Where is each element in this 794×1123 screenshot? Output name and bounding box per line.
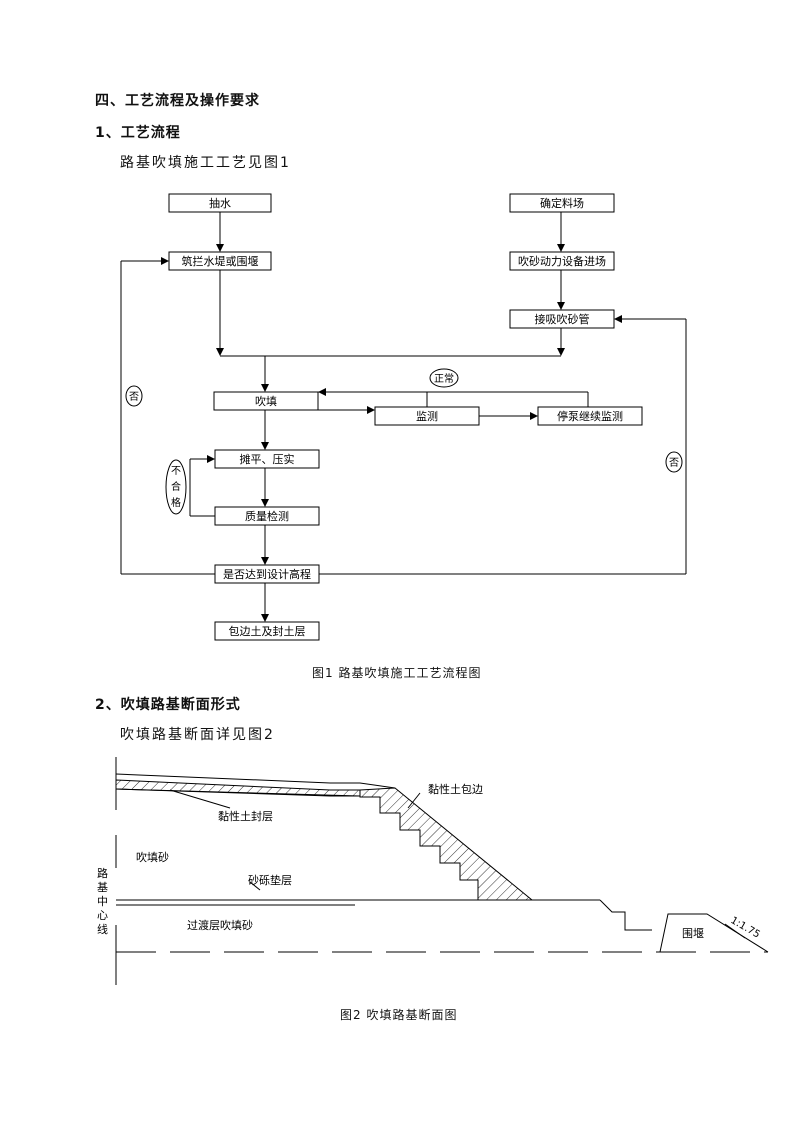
section-title: 四、工艺流程及操作要求	[95, 93, 260, 109]
figure2-caption: 图2 吹填路基断面图	[340, 1008, 458, 1022]
label-fail-2: 合	[171, 480, 181, 493]
label-cover-soil: 包边土及封土层	[229, 624, 306, 638]
no-left-ellipse	[125, 385, 143, 407]
subsection-title-section: 2、吹填路基断面形式	[95, 697, 241, 713]
label-gravel-layer: 砂砾垫层	[248, 873, 292, 887]
label-slope: 1:1.75	[729, 915, 762, 941]
label-select-site: 确定料场	[540, 196, 584, 210]
label-centerline-5: 线	[97, 922, 108, 936]
label-centerline-4: 心	[97, 909, 108, 922]
label-cofferdam: 围堰	[682, 927, 704, 940]
box-select-site	[509, 193, 615, 213]
box-reach-height	[214, 564, 320, 584]
label-fail-1: 不	[171, 466, 181, 477]
fail-ellipse	[165, 459, 187, 515]
label-stop-monitor: 停泵继续监测	[557, 409, 623, 423]
figure1-caption: 图1 路基吹填施工工艺流程图	[312, 666, 482, 680]
label-centerline-1: 路	[97, 867, 108, 880]
box-dike	[168, 251, 272, 271]
label-monitor: 监测	[416, 410, 438, 423]
box-level-compact	[214, 449, 320, 469]
label-fill: 吹填	[255, 394, 277, 408]
label-reach-height: 是否达到设计高程	[223, 567, 311, 581]
paragraph-section: 吹填路基断面详见图2	[120, 727, 275, 743]
label-clay-edge: 黏性土包边	[428, 782, 483, 796]
label-no-left: 否	[129, 391, 139, 403]
box-monitor	[374, 406, 480, 426]
label-centerline-2: 基	[97, 881, 108, 894]
paragraph-process: 路基吹填施工工艺见图1	[120, 155, 291, 171]
label-no-right: 否	[669, 457, 679, 469]
box-fill	[213, 391, 319, 411]
label-quality-check: 质量检测	[245, 509, 289, 523]
label-fail-3: 格	[171, 496, 181, 509]
label-level-compact: 摊平、压实	[240, 452, 295, 466]
box-quality-check	[214, 506, 320, 526]
label-fill-sand: 吹填砂	[136, 850, 169, 864]
normal-ellipse	[429, 368, 459, 388]
subsection-title-process: 1、工艺流程	[95, 125, 181, 141]
label-dike: 筑拦水堤或围堰	[182, 254, 259, 268]
box-connect-pipe	[509, 309, 615, 329]
label-transition: 过渡层吹填砂	[187, 918, 253, 932]
clay-edge-hatched	[359, 787, 534, 901]
label-pump-water: 抽水	[209, 196, 231, 210]
box-stop-monitor	[537, 406, 643, 426]
box-cover-soil	[214, 621, 320, 641]
no-right-ellipse	[665, 451, 683, 473]
label-equipment-entry: 吹砂动力设备进场	[518, 254, 606, 268]
label-normal: 正常	[434, 372, 454, 385]
label-clay-seal: 黏性土封层	[218, 809, 273, 823]
box-equipment-entry	[509, 251, 615, 271]
label-connect-pipe: 接吸吹砂管	[535, 312, 590, 326]
box-pump-water	[168, 193, 272, 213]
label-centerline-3: 中	[97, 895, 108, 908]
